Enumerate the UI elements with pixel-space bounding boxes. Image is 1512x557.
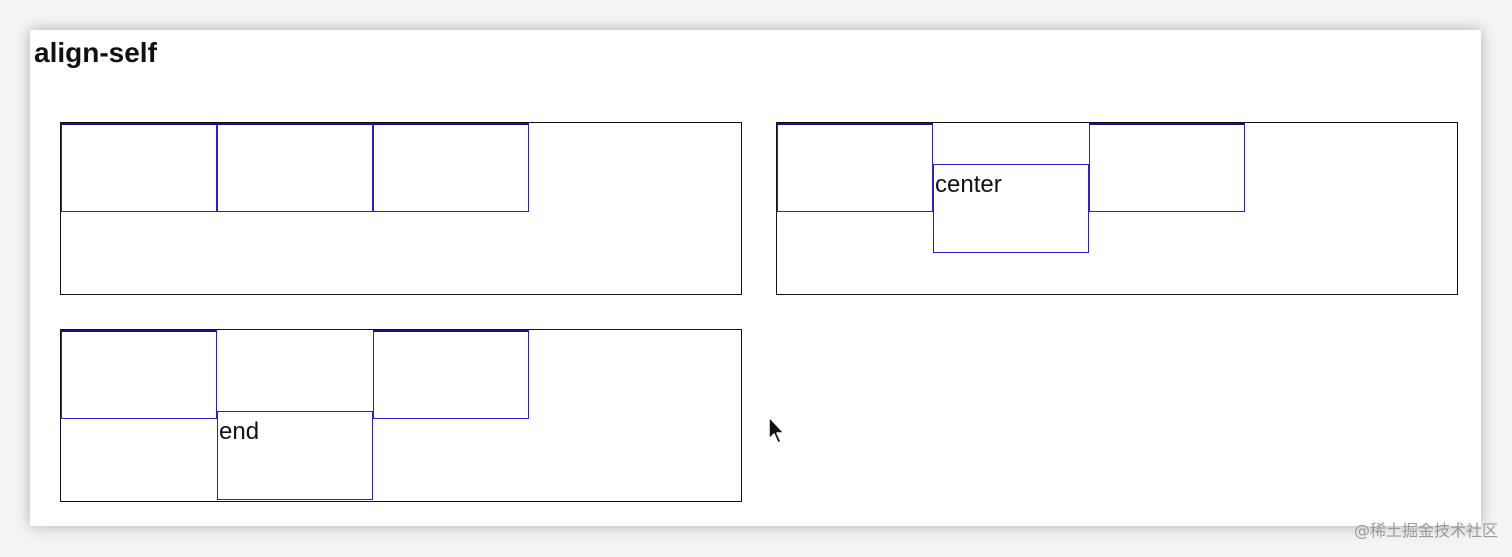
flex-item bbox=[777, 123, 933, 212]
watermark-text: @稀土掘金技术社区 bbox=[1353, 521, 1498, 540]
flex-item bbox=[373, 330, 529, 419]
flex-item bbox=[373, 123, 529, 212]
flex-item-label: center bbox=[935, 171, 1002, 198]
flex-container-end: end bbox=[60, 329, 742, 502]
flex-container-center: center bbox=[776, 122, 1458, 295]
flex-item-center: center bbox=[933, 164, 1089, 253]
flex-item bbox=[61, 330, 217, 419]
flex-item bbox=[61, 123, 217, 212]
mouse-pointer-icon bbox=[768, 416, 785, 444]
browser-viewport: align-self center end bbox=[30, 30, 1481, 526]
flex-container-default bbox=[60, 122, 742, 295]
flex-item-end: end bbox=[217, 411, 373, 500]
flex-item bbox=[1089, 123, 1245, 212]
flex-item bbox=[217, 123, 373, 212]
flex-item-label: end bbox=[219, 418, 260, 445]
page-title: align-self bbox=[34, 37, 157, 68]
